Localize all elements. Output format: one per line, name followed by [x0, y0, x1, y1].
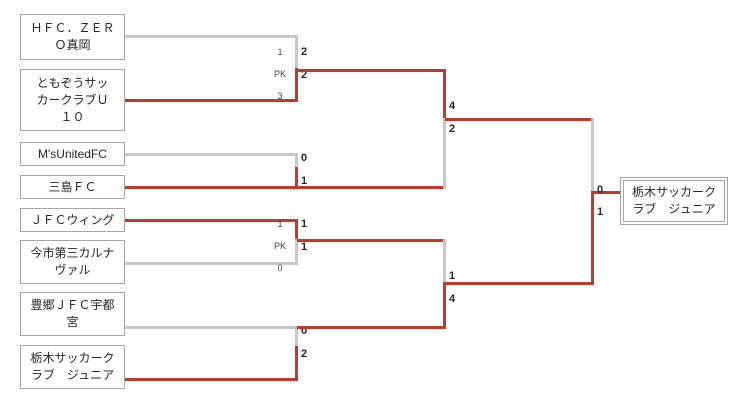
qf3-pk-block: 1 PK 0 — [268, 219, 292, 274]
team-box-5[interactable]: ＪＦＣウィング — [20, 208, 125, 232]
qf3-join-vertical-lower — [295, 239, 298, 265]
qf3-pk-bottom: 0 — [277, 263, 283, 273]
qf1-pk-label: PK — [273, 69, 286, 79]
final-join-vertical-upper — [591, 118, 594, 192]
qf3-join-vertical — [295, 219, 298, 240]
qf1-pk-block: 1 PK 3 — [268, 47, 292, 102]
qf1-top-feed-line — [125, 35, 297, 38]
team-box-4[interactable]: 三島ＦＣ — [20, 175, 125, 199]
qf3-bottom-feed-line — [125, 262, 297, 265]
qf4-top-score: 0 — [301, 325, 308, 337]
qf3-top-score: 1 — [301, 218, 308, 230]
qf2-join-vertical-upper — [295, 153, 298, 167]
sf1-join-vertical-upper — [443, 69, 446, 119]
final-top-score: 0 — [597, 184, 604, 196]
team-box-2[interactable]: ともぞうサッ カークラブＵ １０ — [20, 69, 125, 131]
qf3-pk-label: PK — [273, 241, 286, 251]
qf2-top-feed-line — [125, 153, 297, 156]
qf4-top-feed-line — [125, 326, 297, 329]
qf1-bottom-score: 2 — [301, 69, 308, 81]
sf1-top-feed-line — [297, 69, 445, 72]
sf2-join-vertical-lower — [443, 282, 446, 329]
sf1-top-score: 4 — [449, 100, 456, 112]
qf3-pk-top: 1 — [277, 219, 283, 229]
qf4-bottom-score: 2 — [301, 348, 308, 360]
sf1-join-vertical-lower — [443, 118, 446, 189]
qf1-join-vertical-upper — [295, 35, 298, 68]
team-box-6[interactable]: 今市第三カルナ ヴァル — [20, 240, 125, 284]
sf2-bottom-score: 4 — [449, 293, 456, 305]
final-bottom-feed-line — [445, 282, 593, 285]
team-box-3[interactable]: M'sUnitedFC — [20, 142, 125, 166]
sf1-bottom-score: 2 — [449, 123, 456, 135]
qf2-bottom-feed-line — [125, 186, 297, 189]
qf1-join-vertical — [295, 67, 298, 102]
sf1-bottom-feed-line — [297, 186, 445, 189]
qf1-pk-top: 1 — [277, 47, 283, 57]
qf2-join-vertical — [295, 166, 298, 189]
qf3-top-feed-line — [125, 219, 297, 222]
sf2-top-score: 1 — [449, 270, 456, 282]
team-box-7[interactable]: 豊郷ＪＦＣ宇都 宮 — [20, 292, 125, 336]
team-box-8[interactable]: 栃木サッカーク ラブ ジュニア — [20, 345, 125, 389]
qf4-join-vertical-upper — [295, 326, 298, 346]
sf2-top-feed-line — [297, 239, 445, 242]
qf1-top-score: 2 — [301, 46, 308, 58]
qf3-bottom-score: 1 — [301, 241, 308, 253]
team-box-1[interactable]: ＨＦＣ．ＺＥＲ Ｏ真岡 — [20, 14, 125, 60]
qf4-join-vertical — [295, 345, 298, 381]
sf2-bottom-feed-line — [297, 326, 445, 329]
qf2-bottom-score: 1 — [301, 175, 308, 187]
champion-name: 栃木サッカーク ラブ ジュニア — [623, 180, 725, 222]
qf1-bottom-feed-line — [125, 99, 297, 102]
qf2-top-score: 0 — [301, 152, 308, 164]
champion-box[interactable]: 栃木サッカーク ラブ ジュニア — [620, 177, 728, 225]
final-bottom-score: 1 — [597, 206, 604, 218]
sf2-join-vertical-upper — [443, 239, 446, 283]
qf4-bottom-feed-line — [125, 378, 297, 381]
final-champion-link-line — [591, 191, 621, 194]
final-top-feed-line — [445, 118, 593, 121]
final-join-vertical-lower — [591, 191, 594, 285]
qf1-pk-bottom: 3 — [277, 91, 283, 101]
